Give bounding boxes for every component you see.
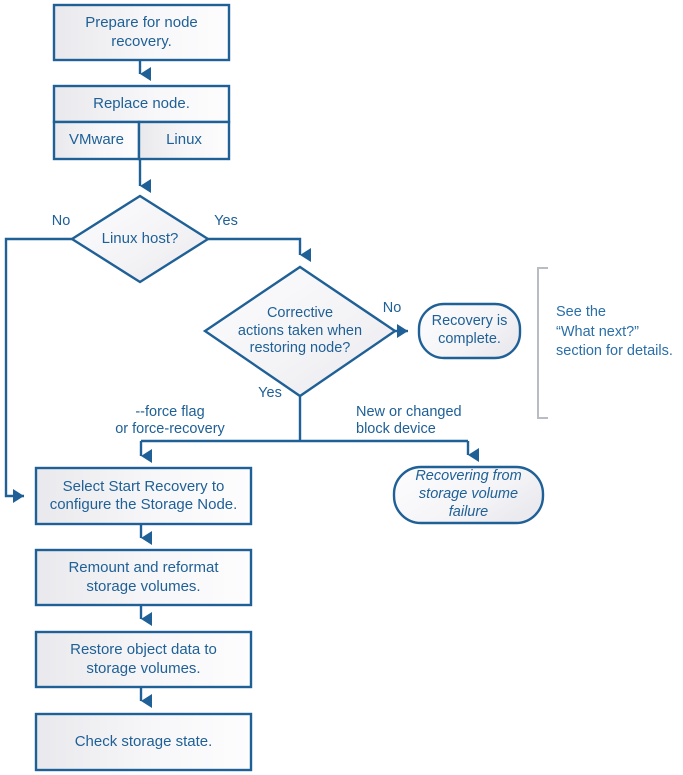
- node-linux: [137, 120, 231, 161]
- edge-no-linuxhost: [4, 237, 72, 503]
- node-recovery-is-complete: [417, 302, 522, 360]
- what-next-note-text: See the “What next?” section for details…: [556, 304, 673, 360]
- edge-label-new-block-device: New or changed block device: [356, 404, 462, 438]
- edge-label-no-corrective: No: [382, 300, 402, 316]
- edge-yes-linuxhost: [208, 237, 311, 262]
- node-vmware: [52, 120, 141, 161]
- node-remount-and-reformat: [34, 548, 253, 607]
- node-select-start-recovery: [34, 466, 253, 526]
- node-recovering-from-storage-volume-failure: [392, 465, 545, 525]
- edge-label-force-flag: --force flag or force-recovery: [115, 404, 225, 438]
- edge-label-yes-linux-host: Yes: [214, 213, 238, 229]
- node-check-storage-state: [34, 712, 253, 772]
- node-corrective-actions-decision: [202, 265, 398, 398]
- edge-label-yes-corrective: Yes: [258, 385, 282, 401]
- edge-label-no-linux-host: No: [51, 213, 71, 229]
- node-replace-node: [52, 84, 231, 124]
- node-prepare-for-node-recovery: [52, 3, 231, 62]
- node-linux-host-decision: [69, 194, 211, 284]
- node-restore-object-data: [34, 630, 253, 689]
- what-next-bracket: [537, 267, 548, 419]
